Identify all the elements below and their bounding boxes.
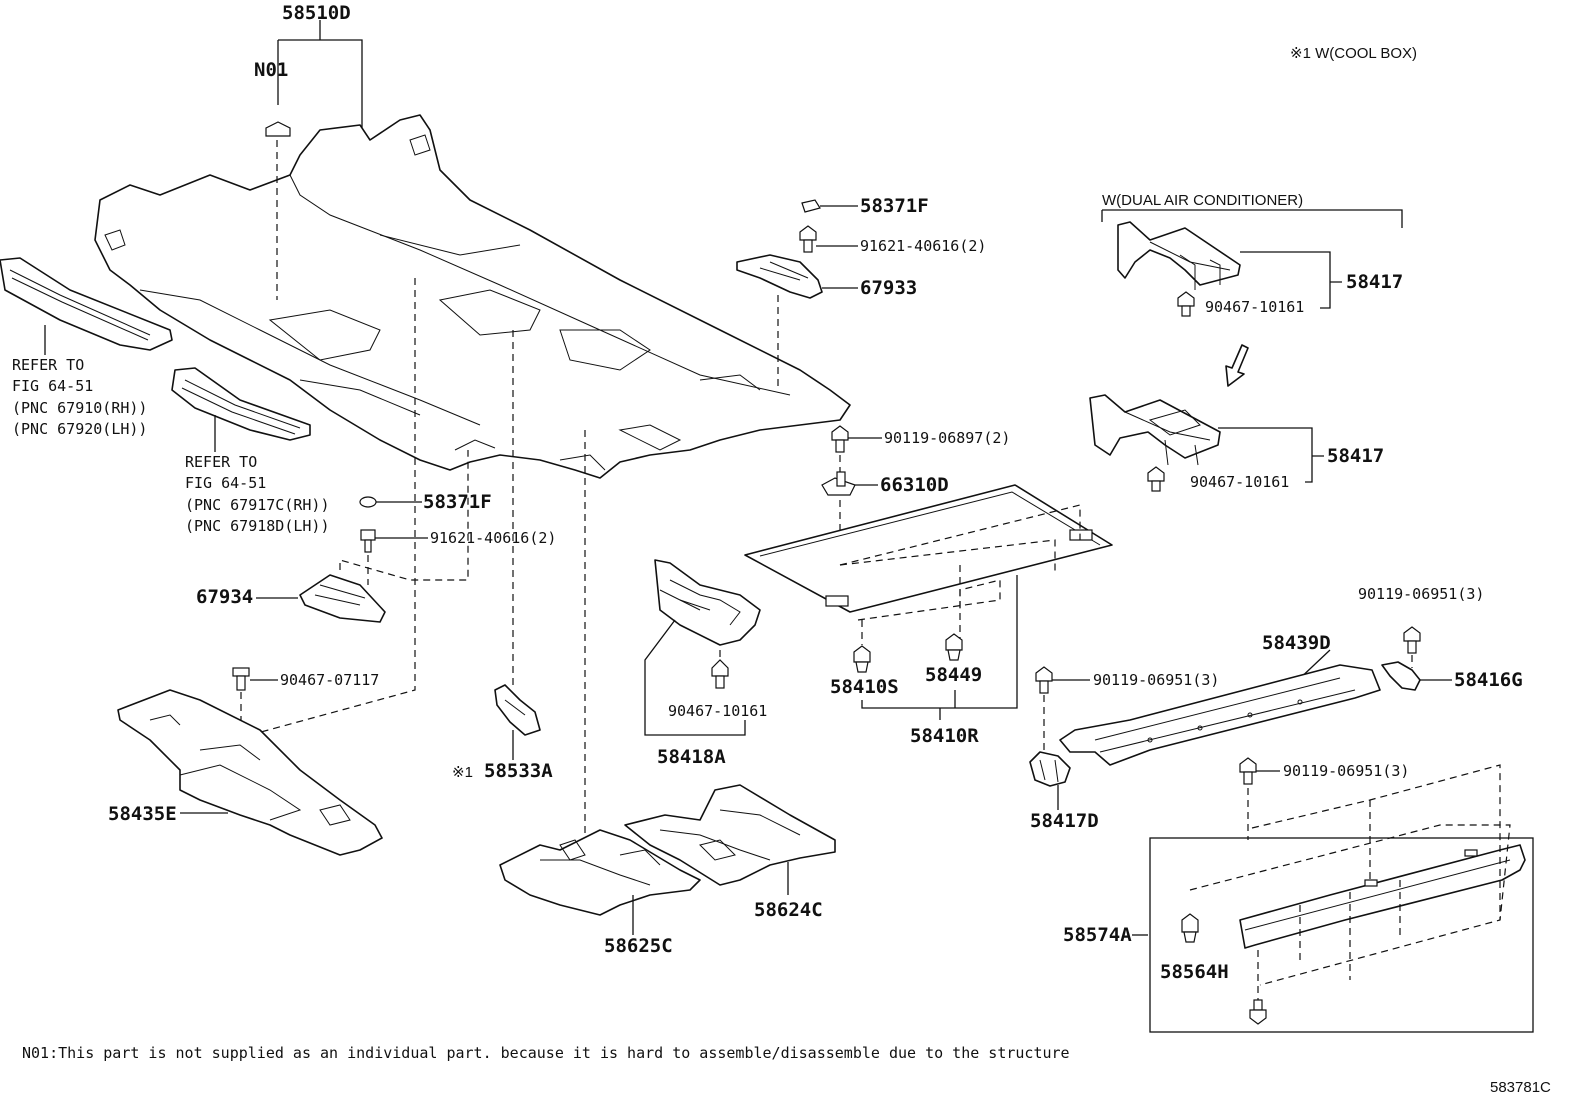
bracket-67934[interactable] xyxy=(299,574,386,623)
label-58435E: 58435E xyxy=(108,803,177,825)
garnish-58574A[interactable] xyxy=(1239,844,1526,949)
bolt-90119-06951-b[interactable] xyxy=(1035,666,1053,694)
label-58439D: 58439D xyxy=(1262,632,1331,654)
clip-58564H[interactable] xyxy=(1181,913,1199,943)
floor-carpet-58510D[interactable] xyxy=(94,114,851,479)
scuff-plate-lower xyxy=(171,367,311,441)
label-58410S: 58410S xyxy=(830,676,899,698)
label-58625C: 58625C xyxy=(604,935,673,957)
deck-board-58410R[interactable] xyxy=(744,484,1113,613)
label-58533A: 58533A xyxy=(484,760,553,782)
bracket-58417-lower[interactable] xyxy=(1089,394,1221,466)
label-66310D: 66310D xyxy=(880,474,949,496)
bracket-58533A[interactable] xyxy=(494,684,541,736)
bolt-90119-06951-a[interactable] xyxy=(1403,626,1421,654)
label-90467-c: 90467-10161 xyxy=(668,702,767,720)
label-58410R: 58410R xyxy=(910,725,979,747)
label-58564H: 58564H xyxy=(1160,961,1229,983)
ref1-line1: REFER TO xyxy=(12,356,84,374)
label-67933: 67933 xyxy=(860,277,917,299)
label-58533A-prefix: ※1 xyxy=(452,764,473,781)
mat-58625C[interactable] xyxy=(499,829,701,916)
bolt-90467-07117[interactable] xyxy=(232,667,250,691)
ref1-line2: FIG 64-51 xyxy=(12,377,93,395)
bracket-58418A[interactable] xyxy=(654,559,761,646)
label-58449: 58449 xyxy=(925,664,982,686)
mat-58624C[interactable] xyxy=(624,784,836,886)
bolt-91621-mid[interactable] xyxy=(360,529,376,553)
screw-bottom[interactable] xyxy=(1249,999,1267,1025)
ref1-line3: (PNC 67910(RH)) xyxy=(12,399,147,417)
ref2-line4: (PNC 67918D(LH)) xyxy=(185,517,330,535)
label-67934: 67934 xyxy=(196,586,253,608)
bracket-58416G[interactable] xyxy=(1381,661,1421,691)
bolt-90467-c[interactable] xyxy=(711,659,729,689)
label-58574A: 58574A xyxy=(1063,924,1132,946)
bolt-90467-a[interactable] xyxy=(1177,291,1195,317)
label-58416G: 58416G xyxy=(1454,669,1523,691)
label-90119-06951-a: 90119-06951(3) xyxy=(1358,585,1484,603)
ref2-line3: (PNC 67917C(RH)) xyxy=(185,496,330,514)
bolt-91621-top[interactable] xyxy=(799,225,817,253)
clip-58371F-mid[interactable] xyxy=(359,496,377,508)
scuff-plate-upper xyxy=(0,257,173,351)
label-90119-06897: 90119-06897(2) xyxy=(884,429,1010,447)
label-90467-a: 90467-10161 xyxy=(1205,298,1304,316)
bolt-90119-06951-c[interactable] xyxy=(1239,757,1257,785)
label-58624C: 58624C xyxy=(754,899,823,921)
label-90119-06951-b: 90119-06951(3) xyxy=(1093,671,1219,689)
floor-mat-58435E[interactable] xyxy=(117,689,383,856)
label-90467-07117: 90467-07117 xyxy=(280,671,379,689)
label-58417-b: 58417 xyxy=(1327,445,1384,467)
bolt-90119-06897[interactable] xyxy=(831,425,849,453)
arrow-down xyxy=(1225,344,1249,387)
label-58418A: 58418A xyxy=(657,746,726,768)
box-58574A xyxy=(1149,837,1534,1033)
bolt-90467-b[interactable] xyxy=(1147,466,1165,492)
label-58371F-top: 58371F xyxy=(860,195,929,217)
label-91621-top: 91621-40616(2) xyxy=(860,237,986,255)
cool-box-note: ※1 W(COOL BOX) xyxy=(1290,45,1417,62)
ref2-line1: REFER TO xyxy=(185,453,257,471)
label-90467-b: 90467-10161 xyxy=(1190,473,1289,491)
ref2-line2: FIG 64-51 xyxy=(185,474,266,492)
leader-58510D xyxy=(277,20,363,128)
ref1-line4: (PNC 67920(LH)) xyxy=(12,420,147,438)
label-N01: N01 xyxy=(254,59,288,81)
label-58417-a: 58417 xyxy=(1346,271,1403,293)
label-91621-mid: 91621-40616(2) xyxy=(430,529,556,547)
clip-66310D[interactable] xyxy=(821,471,856,496)
label-58417D: 58417D xyxy=(1030,810,1099,832)
brace-58439D[interactable] xyxy=(1059,664,1381,766)
footer-note: N01:This part is not supplied as an indi… xyxy=(22,1044,1070,1062)
bracket-58417D[interactable] xyxy=(1029,751,1071,787)
dual-ac-label: W(DUAL AIR CONDITIONER) xyxy=(1102,192,1303,209)
clip-58449[interactable] xyxy=(945,633,963,661)
label-58371F-mid: 58371F xyxy=(423,491,492,513)
clip-N01[interactable] xyxy=(265,121,291,137)
clip-58371F-top[interactable] xyxy=(801,199,821,213)
label-58510D: 58510D xyxy=(282,2,351,24)
diagram-id: 583781C xyxy=(1490,1079,1551,1096)
clip-58410S[interactable] xyxy=(853,645,871,673)
bracket-58417-upper[interactable] xyxy=(1117,221,1241,290)
label-90119-06951-c: 90119-06951(3) xyxy=(1283,762,1409,780)
bracket-67933[interactable] xyxy=(736,254,823,299)
